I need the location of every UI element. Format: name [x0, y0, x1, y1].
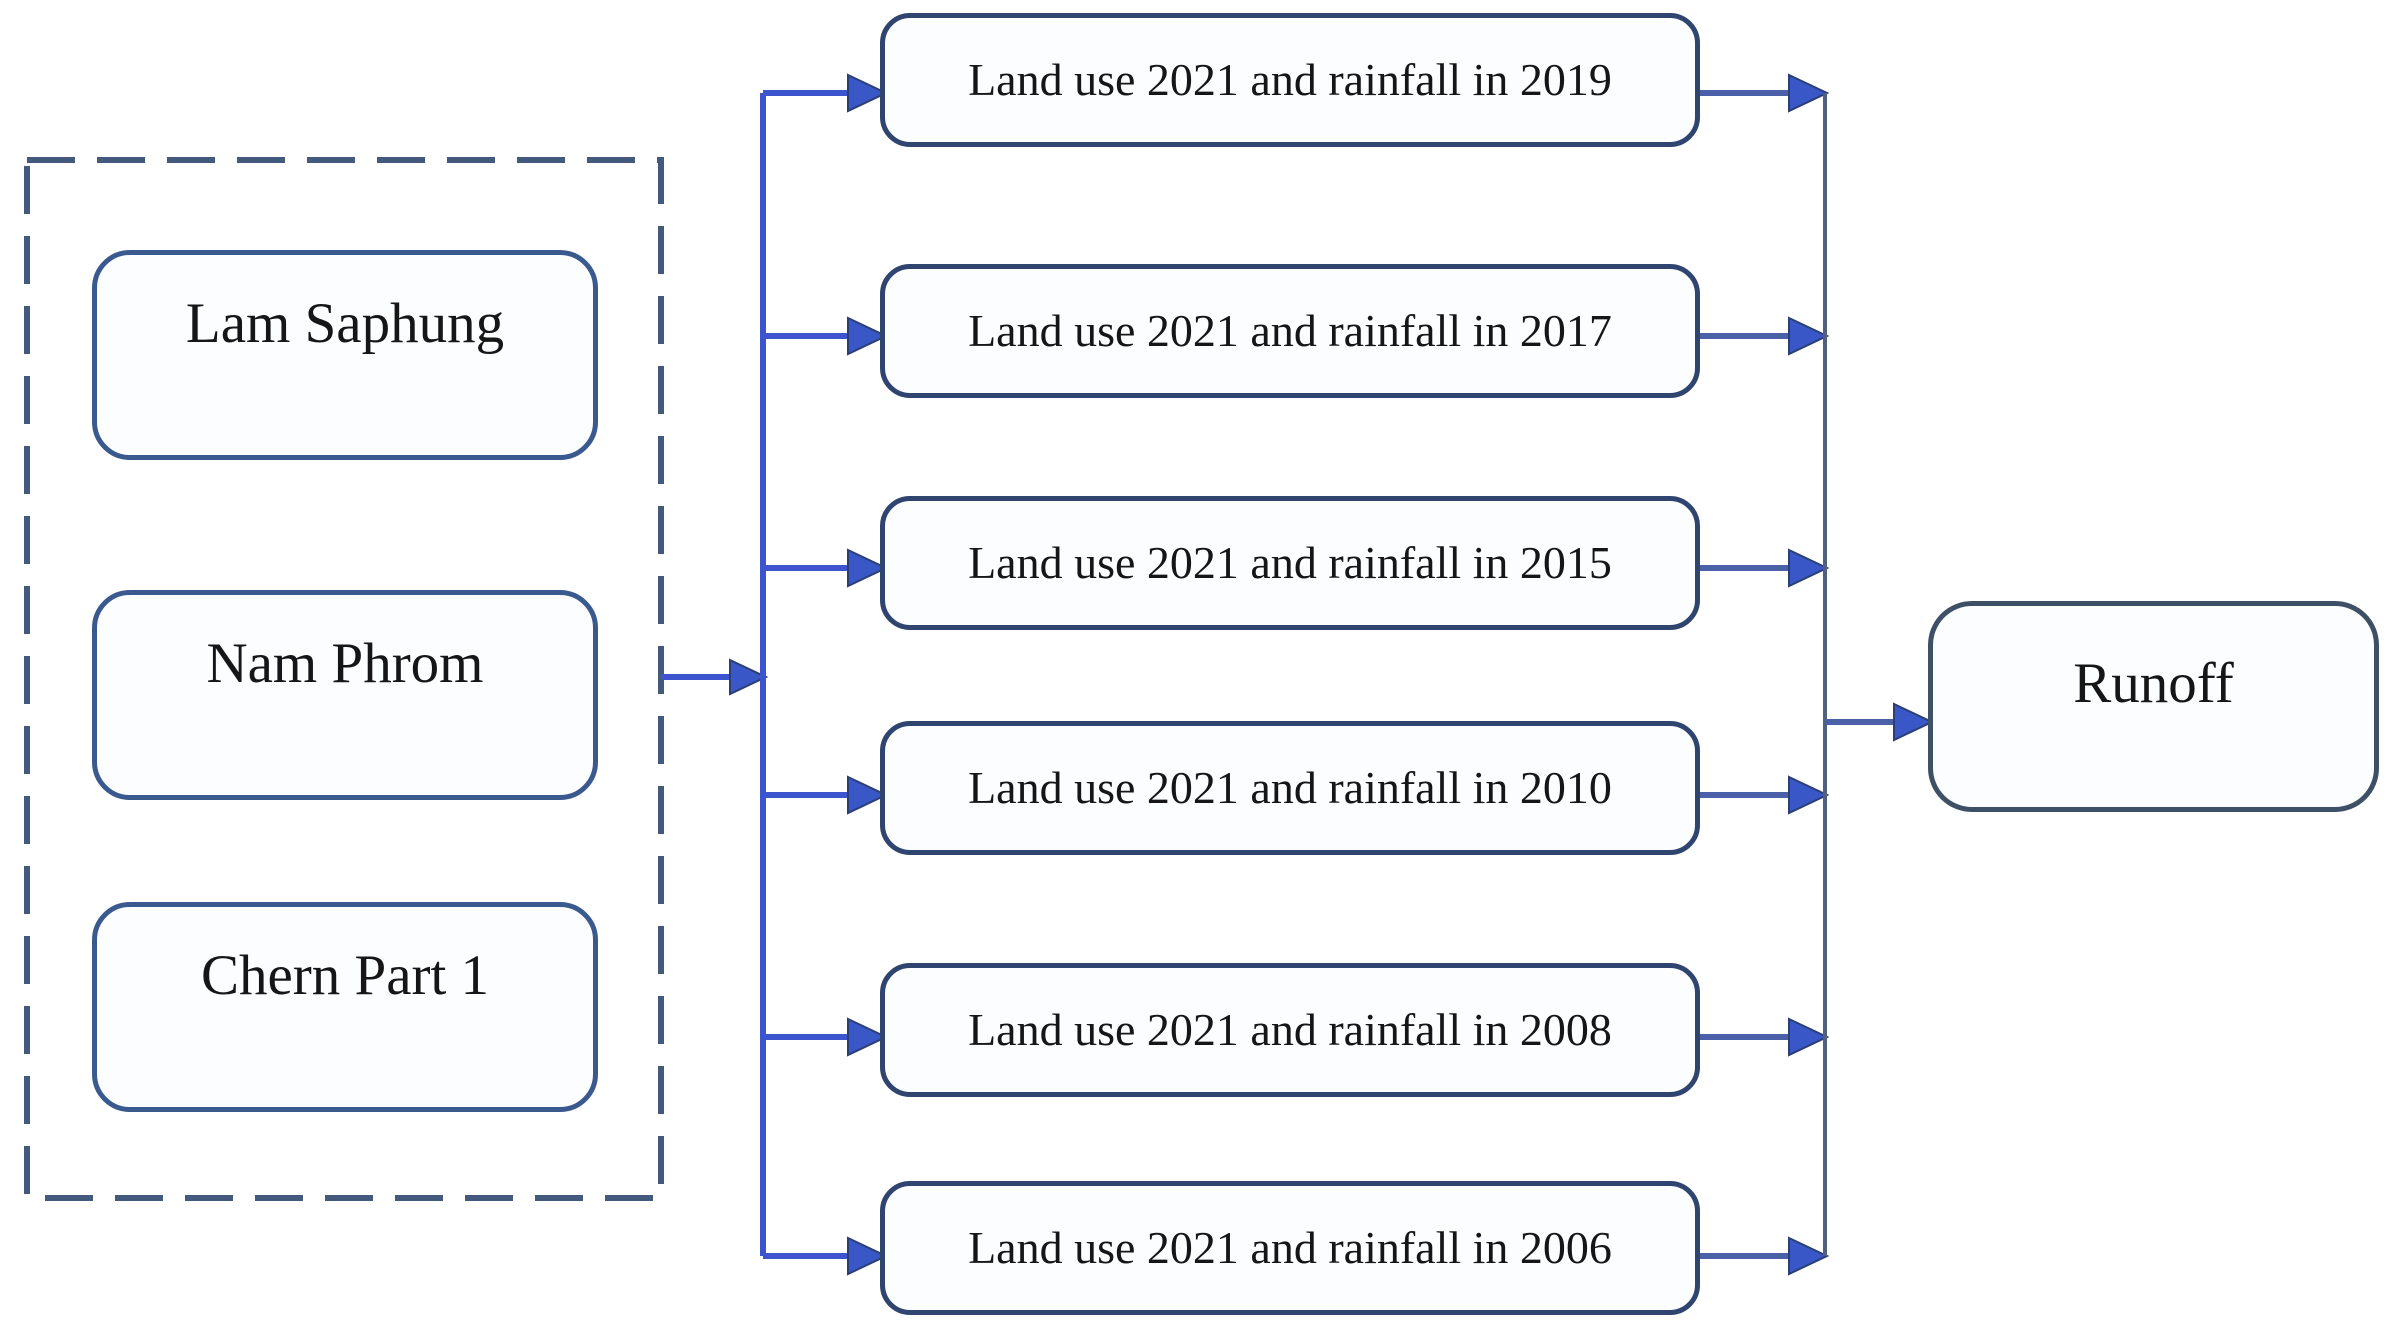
watershed-box-nam-phrom: Nam Phrom — [92, 590, 598, 800]
arrowhead-out-of-scenario-4-icon — [1788, 1017, 1830, 1057]
scenario-box-2006: Land use 2021 and rainfall in 2006 — [880, 1181, 1700, 1315]
watershed-box-lam-saphung: Lam Saphung — [92, 250, 598, 460]
arrowhead-into-scenario-0-icon — [847, 73, 889, 113]
feed-arrowhead-icon — [729, 658, 769, 696]
runoff-arrowhead-icon — [1893, 702, 1935, 742]
runoff-box: Runoff — [1928, 601, 2379, 812]
arrowhead-out-of-scenario-5-icon — [1788, 1236, 1830, 1276]
arrowhead-out-of-scenario-1-icon — [1788, 316, 1830, 356]
arrowhead-out-of-scenario-3-icon — [1788, 775, 1830, 815]
watershed-box-chern-part-1: Chern Part 1 — [92, 902, 598, 1112]
arrowhead-into-scenario-1-icon — [847, 316, 889, 356]
scenario-box-2010: Land use 2021 and rainfall in 2010 — [880, 721, 1700, 855]
arrowhead-into-scenario-5-icon — [847, 1236, 889, 1276]
watershed-label: Lam Saphung — [185, 292, 505, 356]
watershed-label: Chern Part 1 — [200, 944, 490, 1008]
watershed-label: Nam Phrom — [206, 632, 484, 696]
arrowhead-into-scenario-3-icon — [847, 775, 889, 815]
arrowhead-out-of-scenario-2-icon — [1788, 548, 1830, 588]
arrowhead-out-of-scenario-0-icon — [1788, 73, 1830, 113]
arrowhead-into-scenario-2-icon — [847, 548, 889, 588]
scenario-label: Land use 2021 and rainfall in 2010 — [968, 761, 1612, 813]
runoff-label: Runoff — [2073, 651, 2234, 715]
scenario-label: Land use 2021 and rainfall in 2006 — [968, 1221, 1612, 1273]
scenario-box-2017: Land use 2021 and rainfall in 2017 — [880, 264, 1700, 398]
scenario-label: Land use 2021 and rainfall in 2015 — [968, 536, 1612, 588]
scenario-label: Land use 2021 and rainfall in 2019 — [968, 53, 1612, 105]
scenario-box-2019: Land use 2021 and rainfall in 2019 — [880, 13, 1700, 147]
scenario-box-2015: Land use 2021 and rainfall in 2015 — [880, 496, 1700, 630]
scenario-label: Land use 2021 and rainfall in 2008 — [968, 1003, 1612, 1055]
scenario-box-2008: Land use 2021 and rainfall in 2008 — [880, 963, 1700, 1097]
scenario-label: Land use 2021 and rainfall in 2017 — [968, 304, 1612, 356]
arrowhead-into-scenario-4-icon — [847, 1017, 889, 1057]
